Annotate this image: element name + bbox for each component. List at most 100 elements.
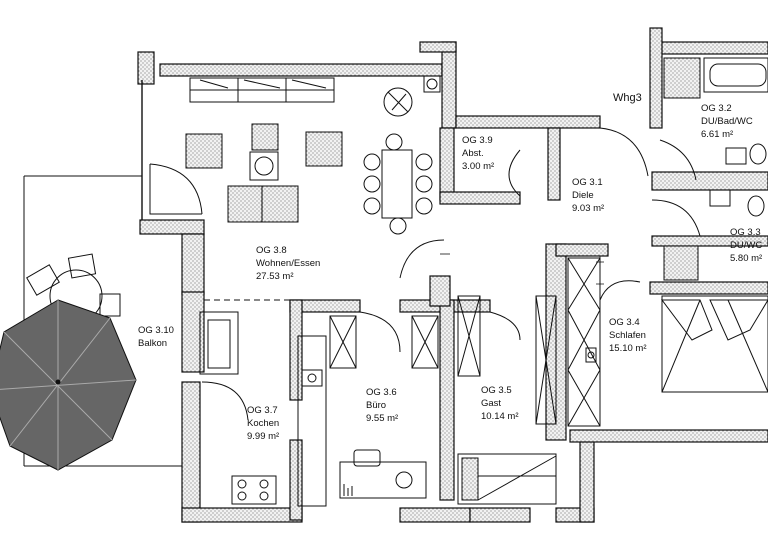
room-label-abst: OG 3.9 Abst. 3.00 m² [462,134,494,173]
wall-hall-top [455,115,601,129]
dining-table [381,149,413,219]
room-area: 5.80 m² [730,253,763,264]
room-label-diele: OG 3.1 Diele 9.03 m² [572,176,604,215]
double-bed [661,295,768,393]
room-id: OG 3.9 [462,135,493,146]
wall-store-bottom [439,191,521,205]
room-area: 3.00 m² [462,161,495,172]
wardrobe-office [411,315,439,369]
room-area: 9.55 m² [366,413,399,424]
door-store [508,149,521,197]
wall-hall-left [547,127,561,201]
room-label-buero: OG 3.6 Büro 9.55 m² [366,386,398,425]
plant [383,87,413,117]
wall-left-lower [181,233,205,295]
room-area: 10.14 m² [481,411,519,422]
wall-top-dining [419,41,457,53]
armchair-left [185,133,223,169]
door-kitchen [201,381,249,421]
wall-left-kitchen-bottom [181,381,201,523]
door-bedroom [599,280,641,301]
wall-top-living [159,63,443,77]
room-label-wc: OG 3.3 DU/WC 5.80 m² [730,226,762,265]
unit-label: Whg3 [613,92,642,104]
wall-bath-top [659,41,768,55]
wall-kitchen-divider [289,299,303,401]
room-label-balkon: OG 3.10 Balkon [138,324,174,350]
room-label-kochen: OG 3.7 Kochen 9.99 m² [247,404,279,443]
guest-bed [457,453,557,505]
wardrobe-guest [457,295,481,377]
wall-bottom-left [181,507,303,523]
wardrobe-hall [535,295,557,425]
toilet-wc [747,195,765,217]
door-bath [659,139,697,181]
room-name: DU/Bad/WC [701,116,753,127]
room-name: DU/WC [730,240,763,251]
stove [231,475,277,505]
room-area: 9.03 m² [572,203,605,214]
door-guest [489,311,521,341]
armchair-top [251,123,279,151]
wall-bedroom-top [649,281,768,295]
sink-bath [725,147,747,165]
armchair-right [305,131,343,167]
wall-living-right [441,41,457,129]
room-area: 27.53 m² [256,271,294,282]
wall-kitchen-bottom-right [289,439,303,521]
room-id: OG 3.4 [609,317,640,328]
shower [663,57,701,99]
kitchen-unit [297,335,327,507]
door-wc [651,199,701,237]
wall-bath-mid [651,171,768,191]
room-label-wohnen: OG 3.8 Wohnen/Essen 27.53 m² [256,244,320,283]
wardrobe-kitchen [329,315,357,369]
door-living-hall [399,239,445,279]
shower-wc [663,245,699,281]
room-id: OG 3.6 [366,387,397,398]
wall-right-guest [579,439,595,523]
wall-wc-bottom [651,235,768,247]
room-name: Gast [481,398,502,409]
room-name: Abst. [462,148,484,159]
desk [339,461,427,499]
door-entry [599,127,649,177]
room-id: OG 3.1 [572,177,603,188]
room-name: Diele [572,190,594,201]
door-office [359,311,401,353]
room-area: 15.10 m² [609,343,647,354]
wall-left-kitchen [181,291,205,373]
room-name: Büro [366,400,387,411]
toilet-bath [749,143,767,165]
wall-store-right [439,127,455,201]
kitchen-counter [199,311,239,375]
room-id: OG 3.10 [138,325,174,336]
room-id: OG 3.2 [701,103,732,114]
wall-left-living [139,219,205,235]
wall-bottom-guest [469,507,531,523]
room-label-bad: OG 3.2 DU/Bad/WC 6.61 m² [701,102,753,141]
room-label-gast: OG 3.5 Gast 10.14 m² [481,384,519,423]
wall-bedroom-bottom [569,429,768,443]
door-balcony [149,163,203,215]
sink-wc [709,189,731,207]
wall-hall-bottom [429,275,451,307]
wall-corridor [555,243,609,257]
bathtub [703,57,768,93]
coffee-table [249,151,279,181]
chimney [423,75,441,93]
room-name: Wohnen/Essen [256,258,321,269]
room-label-schlafen: OG 3.4 Schlafen 15.10 m² [609,316,647,355]
wall-left-column-top [137,51,155,85]
room-area: 9.99 m² [247,431,280,442]
room-id: OG 3.8 [256,245,287,256]
room-name: Kochen [247,418,280,429]
wall-bath-left [649,27,663,129]
sofa [227,185,299,223]
room-name: Schlafen [609,330,646,341]
room-area: 6.61 m² [701,129,734,140]
wardrobe-bedroom [567,257,601,427]
room-id: OG 3.5 [481,385,512,396]
wall-guest-left [439,299,455,501]
